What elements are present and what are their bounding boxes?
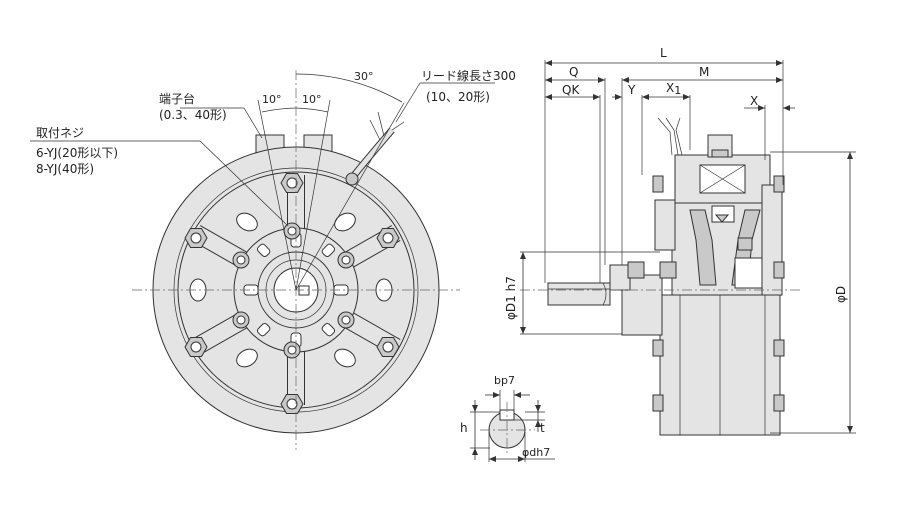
terminal-block-note: (0.3、40形) xyxy=(159,108,227,122)
side-dimensions xyxy=(520,60,856,434)
lead-wire-label: リード線長さ300 xyxy=(421,68,516,83)
shaft-section xyxy=(470,390,555,462)
dim-phi-D: φD xyxy=(834,286,848,303)
dim-phi-D1: φD1 h7 xyxy=(504,276,518,320)
mounting-screw-label: 取付ネジ xyxy=(36,126,84,140)
keyway xyxy=(298,285,310,296)
dim-t: t xyxy=(540,421,545,435)
shaft-collar xyxy=(609,264,631,291)
shaft xyxy=(547,282,611,306)
angle-dimensions xyxy=(257,73,405,291)
dim-bp7: bp7 xyxy=(494,374,515,387)
dim-M: M xyxy=(699,65,709,79)
front-view xyxy=(30,70,495,450)
side-view xyxy=(520,117,800,436)
dim-Y: Y xyxy=(627,83,636,97)
dim-Q: Q xyxy=(569,65,578,79)
mounting-screw-8: 8-YJ(40形) xyxy=(36,162,94,176)
dim-phi-dh7: φdh7 xyxy=(522,446,550,459)
mounting-screw-6: 6-YJ(20形以下) xyxy=(36,146,118,160)
dim-X1: X1 xyxy=(666,81,681,97)
angle-30: 30° xyxy=(354,70,374,83)
lead-wire-note: (10、20形) xyxy=(426,90,490,104)
dim-L: L xyxy=(660,46,667,60)
hex-bolts xyxy=(184,173,400,414)
angle-10-left: 10° xyxy=(262,93,282,106)
terminal-block-label: 端子台 xyxy=(159,91,195,106)
mounting-screws xyxy=(232,222,355,359)
dim-h: h xyxy=(460,421,468,435)
angle-10-right: 10° xyxy=(302,93,322,106)
lead-wires xyxy=(345,111,405,186)
dim-QK: QK xyxy=(562,83,580,97)
side-bolts xyxy=(627,175,785,412)
dim-X: X xyxy=(750,94,758,108)
